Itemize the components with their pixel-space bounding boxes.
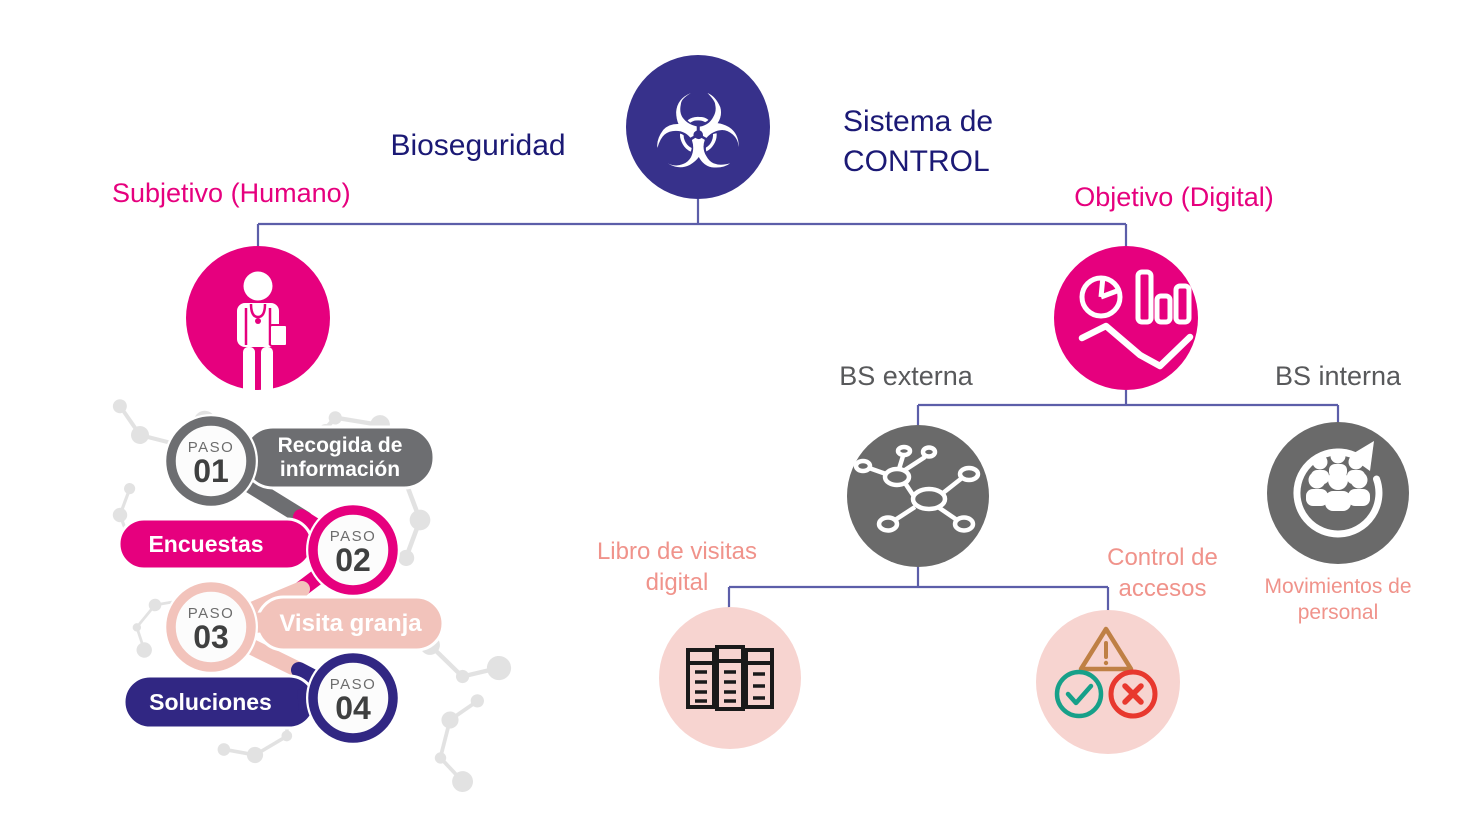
connector-lines — [256, 199, 1340, 611]
check-circle-icon — [1054, 669, 1104, 719]
external-biosecurity-node — [847, 425, 989, 567]
bs-interna-label: BS interna — [1274, 361, 1402, 391]
step-1-number: PASO 01 — [171, 440, 251, 487]
biohazard-icon: ☣ — [652, 74, 743, 193]
step-1-num: 01 — [193, 453, 229, 489]
human-node — [186, 246, 330, 404]
step-2-label: Encuestas — [148, 530, 264, 557]
internal-biosecurity-node — [1267, 422, 1409, 564]
step-3-circle — [164, 580, 258, 674]
step-1-label: Recogida de información — [277, 433, 403, 481]
objective-branch-label: Objetivo (Digital) — [1074, 182, 1274, 212]
step-2-circle — [306, 503, 400, 597]
step-3-tag: PASO — [187, 605, 235, 622]
step-4-circle — [306, 651, 400, 745]
step-4-num: 04 — [335, 690, 371, 726]
personnel-movements-label: Movimientos de personal — [1264, 575, 1412, 624]
step-2-number: PASO 02 — [313, 529, 393, 576]
visit-log-label: Libro de visitas digital — [596, 538, 758, 596]
people-rotation-icon — [1293, 441, 1383, 538]
access-control-node — [1036, 610, 1180, 754]
step-2-tag: PASO — [329, 528, 377, 545]
step-1-tag: PASO — [187, 439, 235, 456]
title-bioseguridad: Bioseguridad — [390, 129, 566, 162]
doctor-icon — [237, 271, 288, 404]
network-icon — [853, 444, 981, 533]
steps-assembly — [117, 414, 445, 745]
ledger-table-icon — [686, 645, 774, 711]
digital-node — [1054, 246, 1198, 390]
x-circle-icon — [1108, 669, 1158, 719]
access-control-label: Control de accesos — [1107, 544, 1218, 602]
step-1-circle — [164, 414, 258, 508]
analytics-icon — [1078, 269, 1194, 370]
step-4-tag: PASO — [329, 676, 377, 693]
step-4-number: PASO 04 — [313, 677, 393, 724]
subjective-branch-label: Subjetivo (Humano) — [112, 178, 351, 208]
step-2-num: 02 — [335, 542, 371, 578]
warning-triangle-icon — [1078, 626, 1134, 672]
visit-log-node — [659, 607, 801, 749]
step-4-label: Soluciones — [149, 688, 272, 715]
title-sistema-de-control: Sistema de CONTROL — [843, 102, 1043, 182]
step-3-number: PASO 03 — [171, 606, 251, 653]
biohazard-node: ☣ — [626, 55, 770, 199]
title-right-line2: CONTROL — [843, 145, 990, 178]
step-3-label: Visita granja — [279, 609, 422, 637]
bs-externa-label: BS externa — [839, 361, 973, 391]
step-3-num: 03 — [193, 619, 229, 655]
title-right-line1: Sistema de — [843, 105, 994, 138]
